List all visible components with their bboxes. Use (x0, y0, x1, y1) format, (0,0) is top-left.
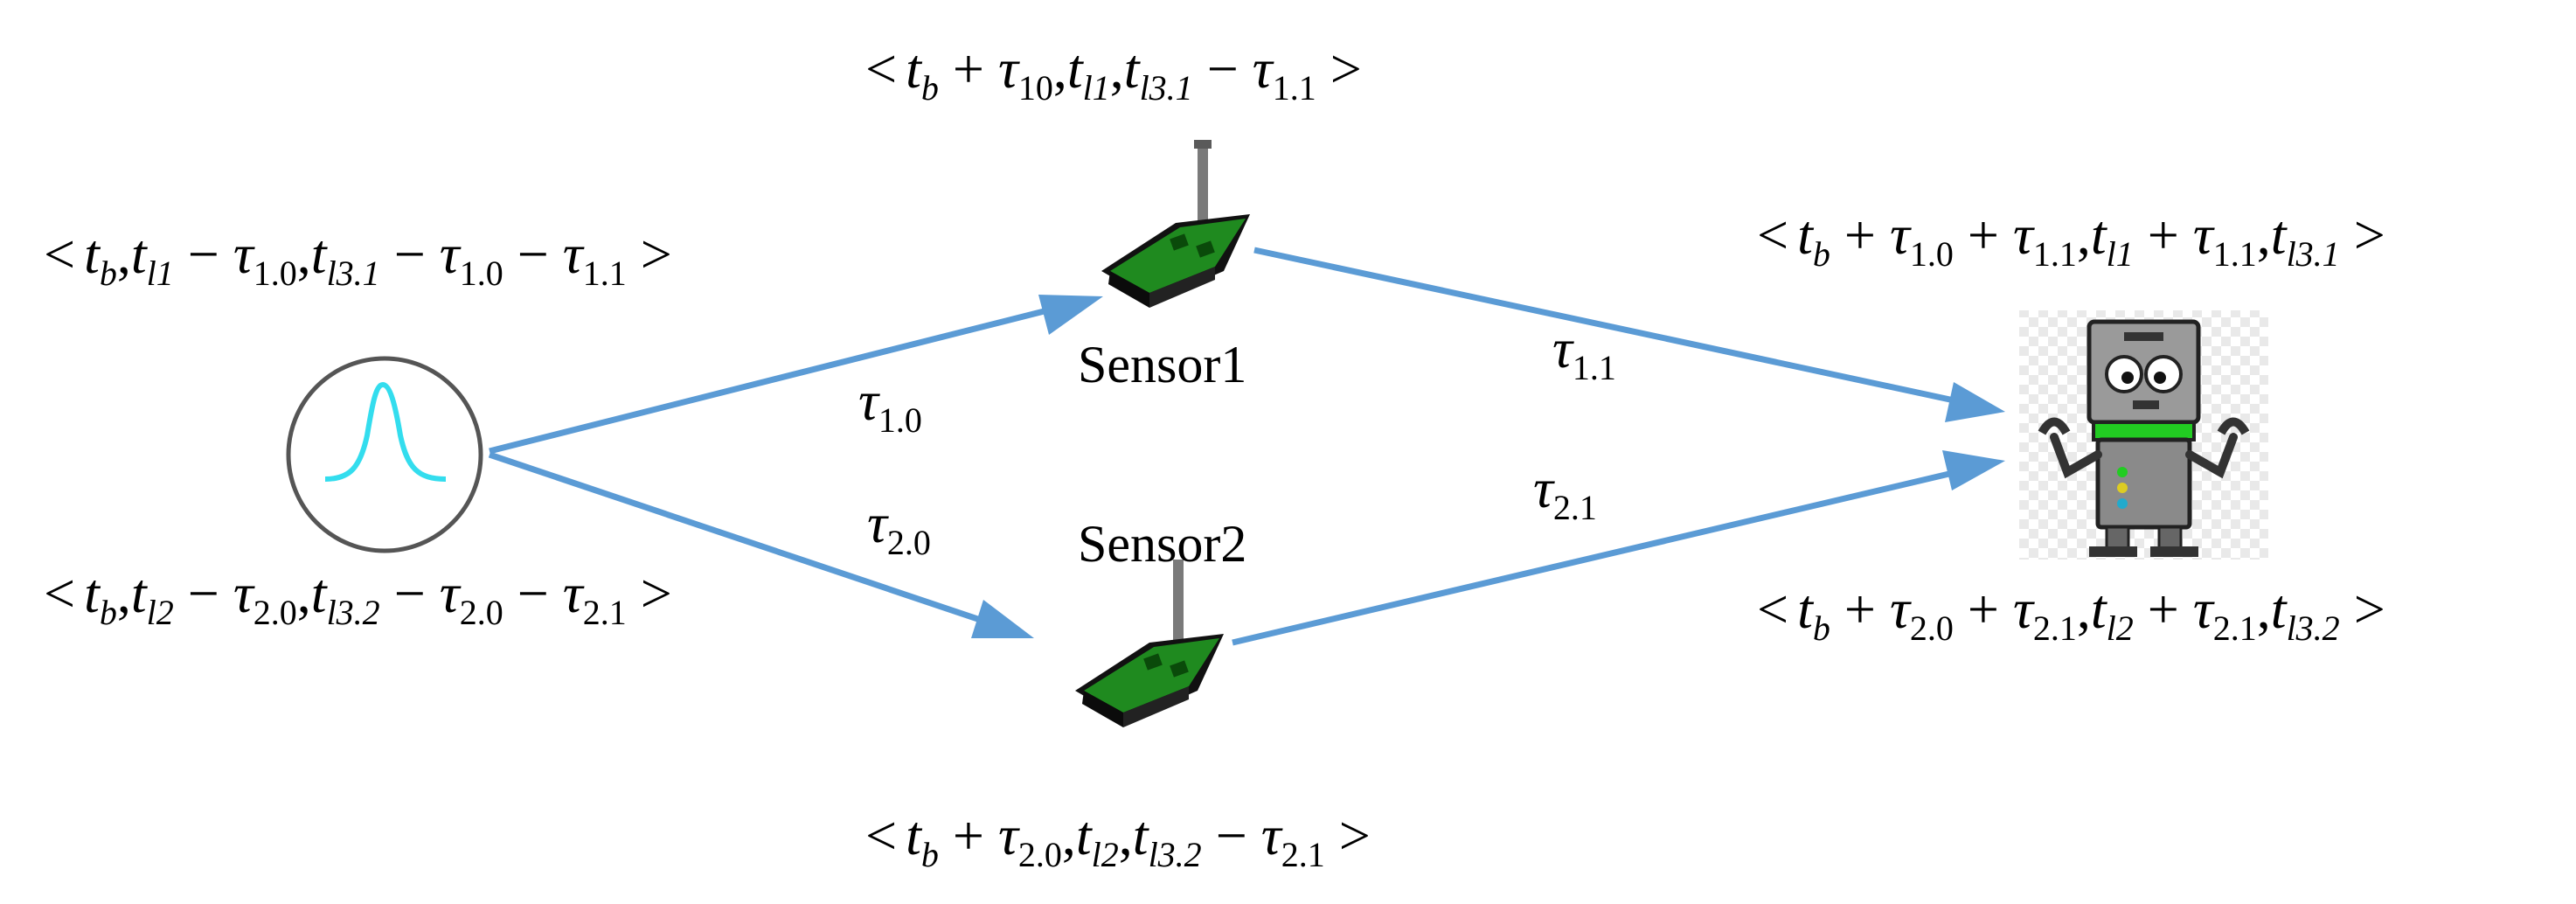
sensor2-node: Sensor2 (1075, 515, 1246, 727)
sensor1-label: Sensor1 (1078, 336, 1246, 393)
edges (488, 247, 2005, 646)
sink-node (2019, 310, 2268, 560)
wireless-sensor-icon (1075, 560, 1224, 727)
edge-arrowhead (1038, 295, 1103, 335)
edge-arrowhead (1942, 450, 2005, 490)
edge-label-tau-2-0: τ2.0 (867, 492, 931, 562)
tuple-sensor2: <tb + τ2.0,tl2,tl3.2 − τ2.1 > (865, 804, 1371, 874)
edge-sensor1-sink (1253, 247, 1983, 410)
tuple-sensor1: <tb + τ10,tl1,tl3.1 − τ1.1 > (865, 38, 1362, 108)
peak-signal-icon (324, 381, 447, 482)
edge-source-sensor2 (488, 451, 1016, 635)
sensor1-node: Sensor1 (1078, 140, 1250, 393)
source-circle (286, 356, 483, 553)
edge-sensor2-sink (1232, 462, 1983, 646)
edge-label-tau-2-1: τ2.1 (1533, 457, 1597, 527)
source-node (286, 356, 483, 553)
sensor2-label: Sensor2 (1078, 515, 1246, 573)
edge-label-tau-1-0: τ1.0 (858, 370, 922, 440)
edge-arrowhead (1945, 382, 2005, 422)
tuple-source-top: <tb,tl1 − τ1.0,tl3.1 − τ1.0 − τ1.1 > (44, 223, 672, 293)
tuple-source-bottom: <tb,tl2 − τ2.0,tl3.2 − τ2.0 − τ2.1 > (44, 562, 672, 632)
robot-icon (2038, 319, 2250, 557)
edge-source-sensor1 (489, 298, 1083, 455)
wireless-sensor-icon (1101, 140, 1250, 308)
edge-label-tau-1-1: τ1.1 (1552, 317, 1616, 387)
tuple-sink-top: <tb + τ1.0 + τ1.1,tl1 + τ1.1,tl3.1 > (1757, 204, 2385, 274)
tuple-sink-bottom: <tb + τ2.0 + τ2.1,tl2 + τ2.1,tl3.2 > (1757, 578, 2385, 648)
edge-arrowhead (971, 600, 1034, 638)
